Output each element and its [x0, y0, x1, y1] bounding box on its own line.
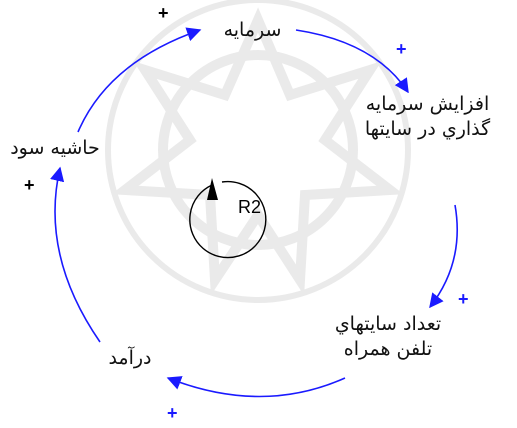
- node-investment: افزايش سرمايه گذاري در سايتها: [364, 93, 491, 140]
- link-revenue-to-margin: [50, 166, 101, 343]
- watermark-emblem: [105, 0, 411, 303]
- link-investment-to-sites: [429, 204, 458, 309]
- polarity-sites-to-revenue: +: [167, 403, 178, 423]
- loop-label: R2: [238, 197, 262, 217]
- polarity-margin-to-capital: +: [158, 3, 169, 23]
- loop-circle: [189, 180, 267, 259]
- node-capital: سرمايه: [223, 19, 282, 41]
- link-sites-to-revenue: [166, 376, 346, 398]
- node-sites: تعداد سايتهاي تلفن همراه: [334, 313, 442, 360]
- node-revenue: درآمد: [108, 347, 152, 369]
- polarity-investment-to-sites: +: [458, 289, 469, 309]
- node-margin: حاشيه سود: [10, 137, 100, 159]
- link-margin-to-capital: [77, 27, 202, 133]
- polarity-revenue-to-margin: +: [24, 175, 35, 195]
- polarity-capital-to-investment: +: [396, 39, 407, 59]
- loop-arrow-icon: [207, 178, 218, 200]
- link-capital-to-investment: [295, 29, 409, 94]
